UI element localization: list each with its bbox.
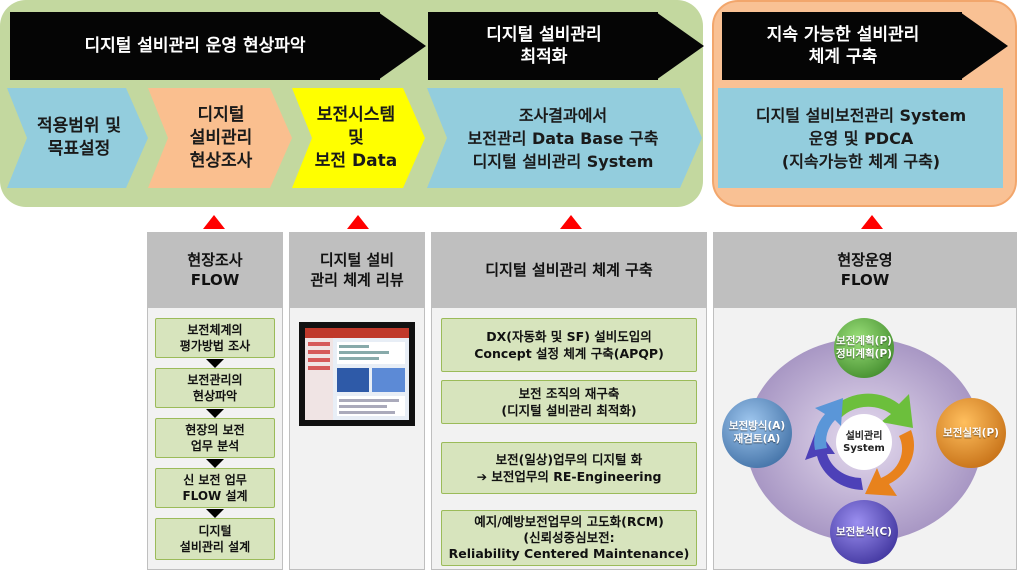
pdca-act-node: 보전방식(A)재검토(A) <box>722 398 792 468</box>
flow-arrow-2 <box>206 409 224 418</box>
build-item-rcm: 예지/예방보전업무의 고도화(RCM)(신뢰성중심보전:Reliability … <box>441 510 697 566</box>
pdca-do-node: 보전실적(P) <box>936 398 1006 468</box>
cycle-arrow-orange <box>865 430 915 496</box>
phase-1-title: 디지털 설비관리 운영 현상파악 <box>10 12 380 80</box>
build-item-digitalization: 보전(일상)업무의 디지털 화➔ 보전업무의 RE-Engineering <box>441 442 697 494</box>
indicator-col3 <box>560 215 582 229</box>
flow-arrow-4 <box>206 509 224 518</box>
column-system-build-header: 디지털 설비관리 체계 구축 <box>431 232 707 308</box>
flow-arrow-1 <box>206 359 224 368</box>
system-screenshot-thumbnail <box>299 322 415 426</box>
stage-5-shape <box>718 88 1003 188</box>
stage-arrows <box>7 88 1003 188</box>
cycle-hub <box>836 414 892 470</box>
indicator-col2 <box>347 215 369 229</box>
stage-1-shape <box>7 88 148 188</box>
stage-3-shape <box>292 88 425 188</box>
flow-arrow-3 <box>206 459 224 468</box>
indicator-col4 <box>861 215 883 229</box>
indicator-col1 <box>203 215 225 229</box>
cycle-arrow-blue <box>814 398 843 450</box>
cycle-arrow-green <box>829 393 913 428</box>
stage-2-shape <box>148 88 292 188</box>
pdca-cycle-diagram <box>746 338 982 542</box>
build-item-organization: 보전 조직의 재구축(디지털 설비관리 최적화) <box>441 380 697 424</box>
stage-4-shape <box>427 88 702 188</box>
pdca-plan-node: 보전계획(P)정비계획(P) <box>834 318 894 378</box>
pdca-check-node: 보전분석(C) <box>830 500 898 564</box>
